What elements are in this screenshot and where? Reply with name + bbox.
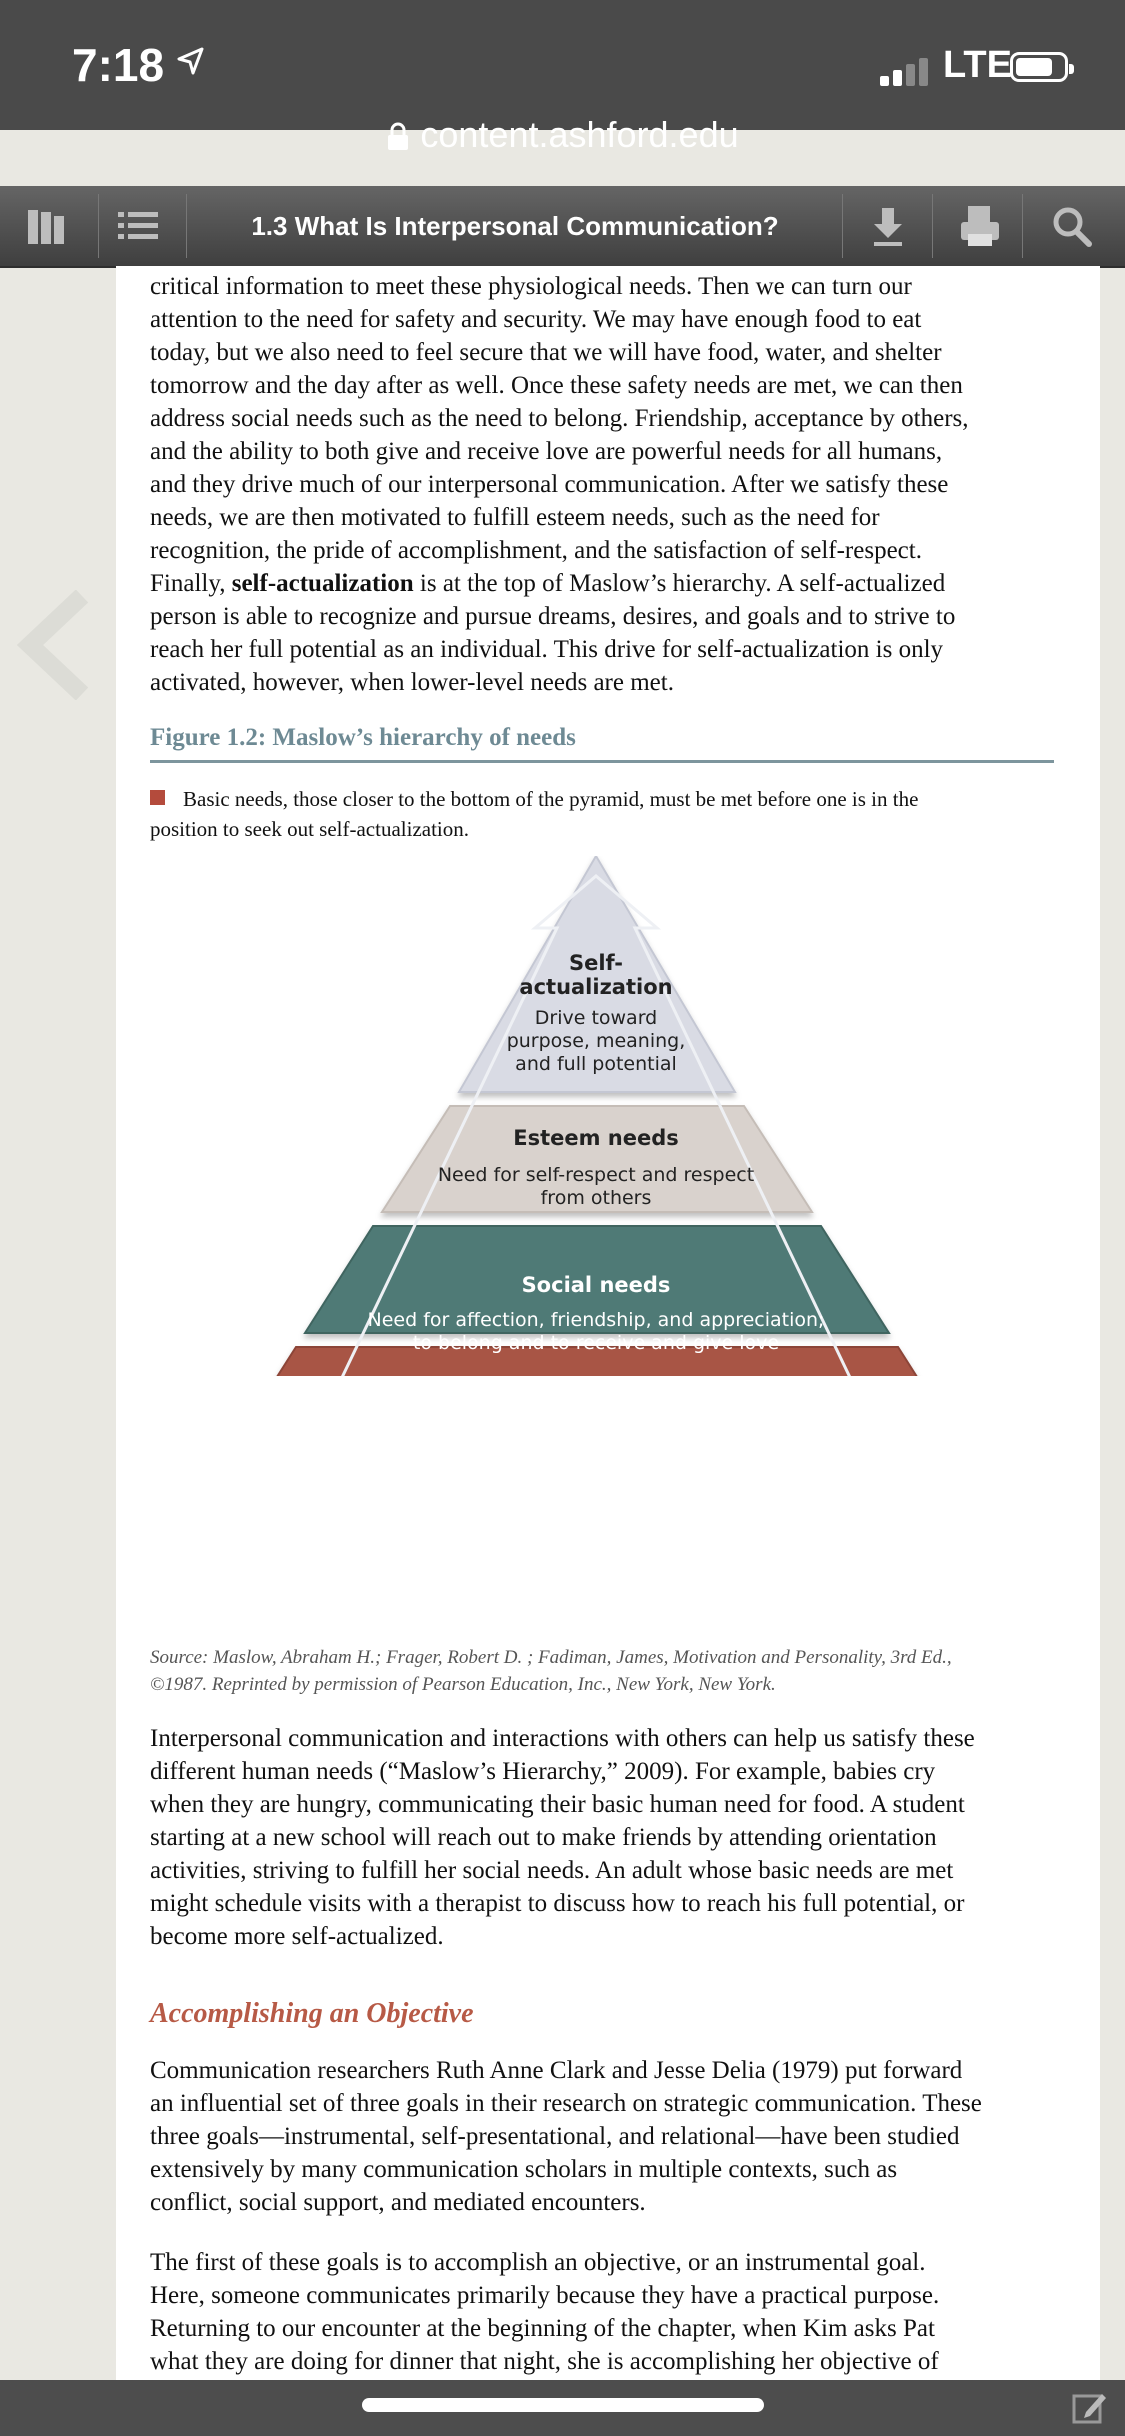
pyramid-level-social xyxy=(303,1225,891,1334)
text-line: different human needs (“Maslow’s Hierarc… xyxy=(150,1758,936,1785)
status-time: 7:18 xyxy=(72,39,165,91)
growth-arrow xyxy=(341,874,851,1376)
level-title: Physiological needs xyxy=(479,1527,713,1551)
text-fragment: is at the top of Maslow’s hierarchy. A s… xyxy=(413,570,946,597)
level-description: and emotional harm, and protection from … xyxy=(356,1452,835,1474)
figure-title: Figure 1.2: Maslow’s hierarchy of needs xyxy=(150,724,1054,763)
library-icon[interactable] xyxy=(26,202,70,250)
battery-icon xyxy=(1010,52,1074,82)
caption-line: Basic needs, those closer to the bottom … xyxy=(183,787,919,811)
level-description: purpose, meaning, xyxy=(507,1030,686,1052)
text-line: address social needs such as the need to… xyxy=(150,405,969,432)
figure-source: Source: Maslow, Abraham H.; Frager, Robe… xyxy=(150,1644,1054,1698)
status-bar: 7:18 LTE content.ashford.edu xyxy=(0,0,1125,155)
lock-icon xyxy=(388,123,409,151)
text-line: tomorrow and the day after as well. Once… xyxy=(150,372,963,399)
level-title: actualization xyxy=(519,975,672,999)
text-line: conflict, social support, and mediated e… xyxy=(150,2189,646,2216)
level-description: and full potential xyxy=(515,1053,677,1075)
network-type: LTE xyxy=(943,44,1012,86)
address-bar[interactable]: content.ashford.edu xyxy=(0,114,1125,156)
previous-page-chevron-icon[interactable] xyxy=(14,590,94,700)
text-line: Communication researchers Ruth Anne Clar… xyxy=(150,2057,963,2084)
text-line: The first of these goals is to accomplis… xyxy=(150,2249,926,2276)
text-line: needs, we are then motivated to fulfill … xyxy=(150,504,880,531)
text-line: and the ability to both give and receive… xyxy=(150,438,943,465)
url-text: content.ashford.edu xyxy=(420,114,739,155)
home-indicator[interactable] xyxy=(362,2398,764,2412)
maslow-pyramid-figure: Self- actualization Drive toward purpose… xyxy=(276,856,918,1376)
text-line: activities, striving to fulfill her soci… xyxy=(150,1857,954,1884)
chapter-title: 1.3 What Is Interpersonal Communication? xyxy=(251,211,779,241)
level-description: Need for security, freedom from the thre… xyxy=(339,1429,854,1451)
section-subheading: Accomplishing an Objective xyxy=(150,1998,474,2029)
text-line: critical information to meet these physi… xyxy=(150,273,912,300)
paragraph-objective: The first of these goals is to accomplis… xyxy=(150,2246,1054,2378)
book-page: critical information to meet these physi… xyxy=(116,266,1100,2380)
level-title: Social needs xyxy=(522,1273,671,1297)
caption-line: position to seek out self-actualization. xyxy=(150,817,469,841)
level-description: from others xyxy=(541,1187,652,1209)
level-description: to belong and to receive and give love xyxy=(413,1332,779,1354)
text-line: become more self-actualized. xyxy=(150,1923,444,1950)
text-line: attention to the need for safety and sec… xyxy=(150,306,922,333)
text-line: person is able to recognize and pursue d… xyxy=(150,603,956,630)
text-line: starting at a new school will reach out … xyxy=(150,1824,937,1851)
text-line: activated, however, when lower-level nee… xyxy=(150,669,674,696)
text-fragment: Finally, xyxy=(150,570,232,597)
level-title: Esteem needs xyxy=(513,1126,679,1150)
source-line: ©1987. Reprinted by permission of Pearso… xyxy=(150,1674,776,1695)
caption-bullet xyxy=(150,790,165,805)
text-line: Interpersonal communication and interact… xyxy=(150,1725,975,1752)
text-line: Returning to our encounter at the beginn… xyxy=(150,2315,935,2342)
level-title: Self- xyxy=(569,951,623,975)
level-description: Need for food, water, shelter, sleep, an… xyxy=(253,1564,940,1586)
level-description: Drive toward xyxy=(535,1007,658,1029)
text-line: Here, someone communicates primarily bec… xyxy=(150,2282,940,2309)
maslow-pyramid-lower-text: Social needs Need for affection, friends… xyxy=(253,1273,940,1586)
key-term: self-actualization xyxy=(231,570,414,597)
level-description: Need for self-respect and respect xyxy=(438,1164,754,1186)
annotate-icon[interactable] xyxy=(1070,2388,1110,2428)
text-line: reach her full potential as an individua… xyxy=(150,636,944,663)
source-line: Source: Maslow, Abraham H.; Frager, Robe… xyxy=(150,1647,952,1668)
level-description: Need for affection, friendship, and appr… xyxy=(368,1309,825,1331)
text-line: might schedule visits with a therapist t… xyxy=(150,1890,965,1917)
signal-icon xyxy=(880,58,928,86)
text-line: today, but we also need to feel secure t… xyxy=(150,339,942,366)
download-icon[interactable] xyxy=(868,202,908,250)
pyramid-level-esteem xyxy=(380,1105,814,1213)
text-line: what they are doing for dinner that nigh… xyxy=(150,2348,939,2375)
paragraph-goals: Communication researchers Ruth Anne Clar… xyxy=(150,2054,1054,2219)
text-line: three goals—instrumental, self-presentat… xyxy=(150,2123,960,2150)
search-icon[interactable] xyxy=(1050,202,1094,250)
figure-caption: Basic needs, those closer to the bottom … xyxy=(150,784,1054,844)
text-line: recognition, the pride of accomplishment… xyxy=(150,537,922,564)
level-title: Safety needs xyxy=(519,1393,674,1417)
text-line: and they drive much of our interpersonal… xyxy=(150,471,949,498)
text-line: extensively by many communication schola… xyxy=(150,2156,898,2183)
reader-toolbar: 1.3 What Is Interpersonal Communication? xyxy=(0,186,1125,268)
pyramid-level-self-actualization xyxy=(457,856,737,1093)
pyramid-level-safety xyxy=(276,1346,918,1376)
text-line: an influential set of three goals in the… xyxy=(150,2090,982,2117)
list-icon[interactable] xyxy=(116,202,162,250)
location-arrow-icon xyxy=(177,47,204,75)
text-line: when they are hungry, communicating thei… xyxy=(150,1791,965,1818)
print-icon[interactable] xyxy=(958,202,1002,250)
paragraph-interactions: Interpersonal communication and interact… xyxy=(150,1722,1054,1953)
paragraph-intro: critical information to meet these physi… xyxy=(150,270,1054,699)
